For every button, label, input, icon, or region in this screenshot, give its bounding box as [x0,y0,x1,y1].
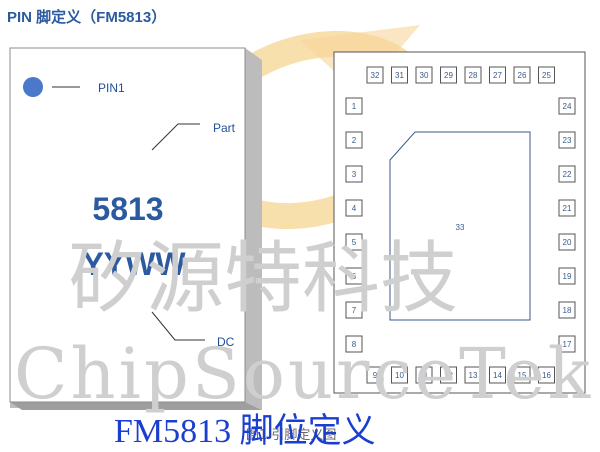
pin-25 [538,66,555,84]
pin-31 [391,66,408,84]
pin-4 [345,199,363,217]
pin-32 [366,66,384,84]
pin-6 [345,267,363,285]
pin-7 [345,301,363,319]
diagram-caption: FM5813 脚位定义 [114,413,376,450]
pin-14-label: 14 [493,371,502,380]
pin-2-label: 2 [352,136,357,145]
chip-side-bottom [10,402,262,410]
pin-10-label: 10 [395,371,404,380]
pin-18-label: 18 [563,306,572,315]
pin-5 [345,233,363,251]
pin-20 [558,233,576,251]
pin-1 [345,97,363,115]
pin-22 [558,165,576,183]
pin-13 [464,366,482,384]
pin-2 [345,131,363,149]
pin-16 [538,366,555,384]
pin-21 [558,199,576,217]
page-title: PIN 脚定义（FM5813） [7,9,167,26]
pin-25-label: 25 [542,71,551,80]
date-code-marking: YYWW [82,246,186,282]
pin-16-label: 16 [542,371,551,380]
part-label: Part [213,121,236,135]
pin-12 [440,366,457,384]
pin-14 [489,366,506,384]
pin-23 [558,131,576,149]
pin-28-label: 28 [469,71,478,80]
pin-10 [391,366,408,384]
center-pad-label: 33 [456,223,465,232]
pin-9 [366,366,384,384]
pin-13-label: 13 [469,371,478,380]
pin1-marker-icon [23,77,43,97]
pin-32-label: 32 [371,71,380,80]
pin-24-label: 24 [563,102,572,111]
pin-28 [464,66,482,84]
pin1-label: PIN1 [98,81,125,95]
pin-19-label: 19 [563,272,572,281]
pin-8-label: 8 [352,340,357,349]
chip-body [9,47,246,403]
text-watermark: 矽源特科技 ChipSourceTek [14,234,593,415]
part-leader-line [151,123,200,151]
package-outline [333,51,586,394]
pin-6-label: 6 [352,272,357,281]
pin-29 [440,66,457,84]
dc-leader-line [151,311,205,341]
part-number-marking: 5813 [92,191,163,227]
pin-21-label: 21 [563,204,572,213]
pin-26-label: 26 [518,71,527,80]
pin-3-label: 3 [352,170,357,179]
pin-11 [415,366,433,384]
pin-3 [345,165,363,183]
pin-27-label: 27 [493,71,502,80]
pin-7-label: 7 [352,306,357,315]
pin-23-label: 23 [563,136,572,145]
dc-label: DC [217,335,235,349]
pin-5-label: 5 [352,238,357,247]
pin-15-label: 15 [518,371,527,380]
center-pad [389,131,531,321]
pin-18 [558,301,576,319]
pin-4-label: 4 [352,204,357,213]
pin-31-label: 31 [395,71,404,80]
pin-8 [345,335,363,353]
pin-11-label: 11 [420,371,429,380]
pin-24 [558,97,576,115]
pin-19 [558,267,576,285]
pin-1-label: 1 [352,102,357,111]
pin-30 [415,66,433,84]
pin-22-label: 22 [563,170,572,179]
pin-20-label: 20 [563,238,572,247]
watermark-chinese: 矽源特科技 [68,234,458,324]
pin-29-label: 29 [444,71,453,80]
chip-top-view: PIN1 Part 5813 YYWW DC [9,47,262,410]
pin-26 [513,66,531,84]
figure-caption: 图1 引脚定义图 [246,428,337,443]
pin-9-label: 9 [373,371,378,380]
pin-27 [489,66,506,84]
pin-12-label: 12 [444,371,453,380]
chip-side-right [245,48,262,410]
watermark-english: ChipSourceTek [14,333,593,415]
pin-15 [513,366,531,384]
pin-17 [558,335,576,353]
pin-17-label: 17 [563,340,572,349]
pin-30-label: 30 [420,71,429,80]
